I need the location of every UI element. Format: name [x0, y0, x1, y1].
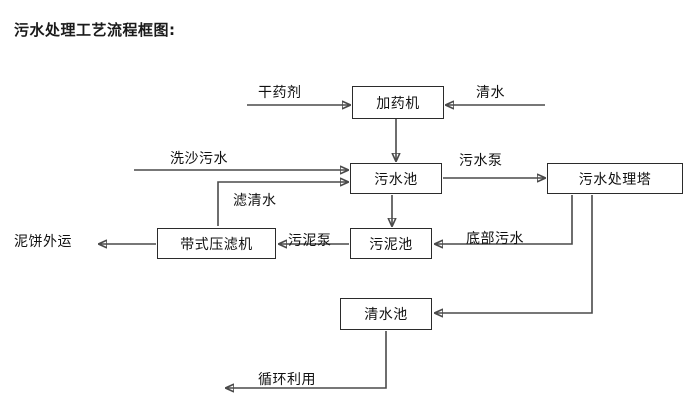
label-dry-agent: 干药剂: [258, 85, 302, 101]
wire-clean-pool-to-recycle: [226, 331, 387, 388]
node-dosing-machine[interactable]: 加药机: [352, 86, 444, 119]
node-sewage-pool[interactable]: 污水池: [350, 163, 442, 194]
node-belt-filter-press[interactable]: 带式压滤机: [157, 228, 276, 259]
wire-tower-to-sludge: [435, 195, 573, 244]
label-sludge-pump: 污泥泵: [288, 233, 332, 249]
label-recycle-use: 循环利用: [258, 372, 316, 388]
label-bottom-sewage: 底部污水: [466, 231, 524, 247]
wire-filtrate-to-pool: [217, 182, 348, 226]
wire-tower-to-clean-pool: [435, 195, 593, 313]
node-clean-water-pool[interactable]: 清水池: [340, 298, 432, 330]
node-sewage-treatment-tower[interactable]: 污水处理塔: [547, 163, 683, 194]
page-title: 污水处理工艺流程框图:: [14, 21, 176, 39]
label-mud-cake-transport: 泥饼外运: [14, 234, 72, 250]
label-sewage-pump: 污水泵: [459, 153, 503, 169]
node-sludge-pool[interactable]: 污泥池: [350, 228, 432, 259]
label-sand-washing-sewage: 洗沙污水: [170, 151, 228, 167]
label-filtrate-clear-water: 滤清水: [233, 193, 277, 209]
label-clean-water-in: 清水: [476, 85, 505, 101]
